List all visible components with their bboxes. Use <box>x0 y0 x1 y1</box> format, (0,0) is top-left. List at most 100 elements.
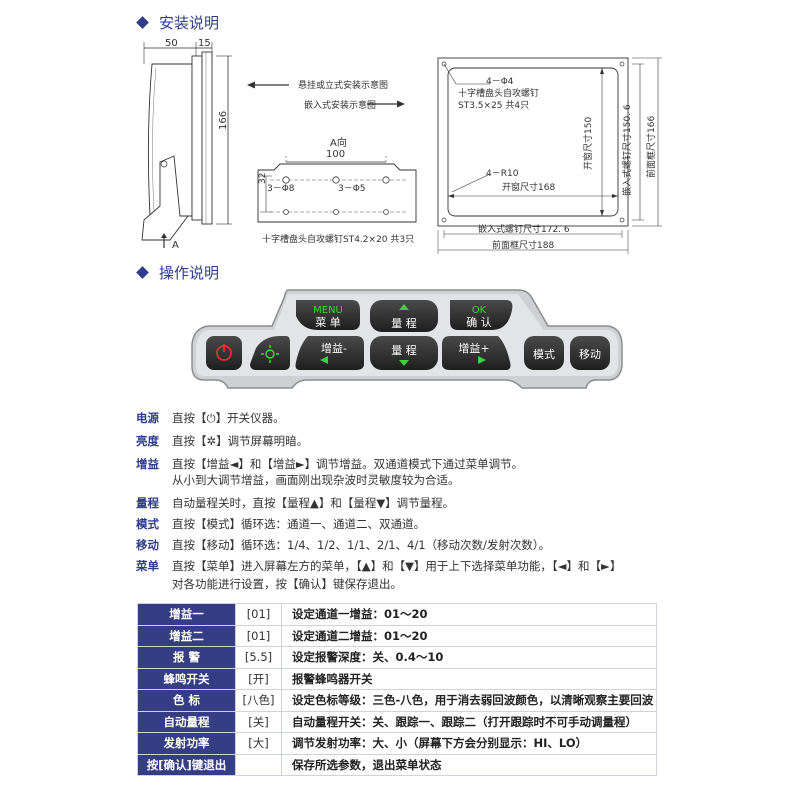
range-down-key[interactable]: 量 程 <box>370 336 438 370</box>
side-view-drawing <box>141 42 232 248</box>
setting-desc: 设定色标等级：三色-八色，用于消去弱回波颜色，以清晰观察主要回波 <box>281 689 657 712</box>
op-row-power: 电源直按【⏻】开关仪器。 <box>136 410 285 426</box>
setting-value: [八色] <box>235 689 282 712</box>
table-row: 蜂鸣开关 [开] 报警蜂鸣器开关 <box>137 667 657 690</box>
setting-desc: 设定通道二增益：01～20 <box>281 624 657 647</box>
screw-spec-label: ST3.5×25 共4只 <box>458 101 530 111</box>
bracket-screw-note: 十字槽盘头自攻螺钉ST4.2×20 共3只 <box>262 235 415 245</box>
table-row: 色 标 [八色] 设定色标等级：三色-八色，用于消去弱回波颜色，以清晰观察主要回… <box>137 689 657 712</box>
view-a-label: A <box>172 240 179 251</box>
setting-name: 蜂鸣开关 <box>137 667 236 690</box>
brightness-key[interactable] <box>250 336 290 370</box>
op-row-menu: 菜单直按【菜单】进入屏幕左方的菜单，【▲】和【▼】用于上下选择菜单功能，【◄】和… <box>136 558 621 574</box>
range-up-label: 量 程 <box>391 317 417 330</box>
hang-install-label: 悬挂或立式安装示意图 <box>298 81 389 91</box>
table-row: 发射功率 [大] 调节发射功率：大、小（屏幕下方会分别显示：HI、LO） <box>137 732 657 755</box>
op-label: 亮度 <box>136 434 159 448</box>
frame-width-label: 前面框尺寸188 <box>492 241 555 251</box>
setting-name: 按[确认]键退出 <box>137 753 236 776</box>
op-label: 电源 <box>136 411 159 425</box>
operation-title-text: 操作说明 <box>159 264 220 282</box>
setting-desc: 设定报警深度：关、0.4～10 <box>281 646 657 669</box>
op-label: 增益 <box>136 457 159 471</box>
setting-value: [01] <box>235 624 282 647</box>
mode-key-label: 模式 <box>533 348 555 361</box>
table-row: 按[确认]键退出 保存所选参数，退出菜单状态 <box>137 753 657 776</box>
op-row-menu-cont: 对各功能进行设置，按【确认】键保存退出。 <box>136 576 402 592</box>
op-label: 模式 <box>136 517 159 531</box>
op-label: 量程 <box>136 496 159 510</box>
open-width-label: 开窗尺寸168 <box>502 183 556 193</box>
install-title-text: 安装说明 <box>159 14 220 32</box>
table-row: 报 警 [5.5] 设定报警深度：关、0.4～10 <box>137 646 657 669</box>
op-text: 对各功能进行设置，按【确认】键保存退出。 <box>172 577 402 591</box>
setting-value: [5.5] <box>235 646 282 669</box>
keypad-panel: MENU 菜 单 量 程 OK 确 认 增益- <box>191 289 623 389</box>
setting-name: 发射功率 <box>137 732 236 755</box>
gain-minus-key[interactable]: 增益- <box>295 336 365 370</box>
mode-key[interactable]: 模式 <box>524 336 564 370</box>
op-text: 从小到大调节增益，画面刚出现杂波时灵敏度较为合适。 <box>172 473 460 487</box>
op-row-range: 量程自动量程关时，直按【量程▲】和【量程▼】调节量程。 <box>136 495 454 511</box>
setting-value: [开] <box>235 667 282 690</box>
op-text: 直按【模式】循环选：通道一、通道二、双通道。 <box>172 517 425 531</box>
table-row: 自动量程 [关] 自动量程开关：关、跟踪一、跟踪二（打开跟踪时不可手动调量程） <box>137 710 657 733</box>
install-section-title: 安装说明 <box>136 12 220 33</box>
menu-settings-table: 增益一 [01] 设定通道一增益：01～20 增益二 [01] 设定通道二增益：… <box>137 603 657 776</box>
gain-plus-label: 增益+ <box>458 341 489 355</box>
power-key[interactable] <box>206 336 242 370</box>
op-label: 菜单 <box>136 559 159 573</box>
setting-name: 增益二 <box>137 624 236 647</box>
op-row-gain: 增益直按【增益◄】和【增益►】调节增益。双通道模式下通过菜单调节。 <box>136 456 523 472</box>
operation-section-title: 操作说明 <box>136 262 220 283</box>
range-down-label: 量 程 <box>391 344 417 357</box>
open-height-label: 开窗尺寸150 <box>584 116 594 170</box>
table-row: 增益一 [01] 设定通道一增益：01～20 <box>137 603 657 626</box>
setting-name: 报 警 <box>137 646 236 669</box>
gain-plus-key[interactable]: 增益+ <box>442 336 511 370</box>
setting-name: 自动量程 <box>137 710 236 733</box>
menu-key[interactable]: MENU 菜 单 <box>296 300 360 330</box>
setting-value <box>235 753 282 776</box>
setting-desc: 自动量程开关：关、跟踪一、跟踪二（打开跟踪时不可手动调量程） <box>281 710 657 733</box>
setting-value: [01] <box>235 603 282 626</box>
right-triangle-icon <box>478 356 486 364</box>
setting-desc: 报警蜂鸣器开关 <box>281 667 657 690</box>
menu-key-cn: 菜 单 <box>315 316 341 329</box>
range-up-key[interactable]: 量 程 <box>370 300 438 332</box>
corner-radius-label: 4－R10 <box>486 169 519 179</box>
move-key[interactable]: 移动 <box>570 336 610 370</box>
screw-type-label: 十字槽盘头自攻螺钉 <box>458 89 540 99</box>
setting-value: [关] <box>235 710 282 733</box>
embed-install-label: 嵌入式安装示意图 <box>304 101 377 111</box>
frame-height-label: 前面框尺寸166 <box>647 115 657 178</box>
menu-key-en: MENU <box>313 305 343 316</box>
diamond-bullet-icon <box>136 16 149 29</box>
hole-5-label: 3－Φ5 <box>338 184 366 194</box>
op-text: 自动量程关时，直按【量程▲】和【量程▼】调节量程。 <box>172 496 455 510</box>
bracket-drawing <box>257 156 417 223</box>
bracket-view-label: A向 <box>330 138 347 149</box>
ok-key-cn: 确 认 <box>466 316 492 329</box>
op-text: 直按【菜单】进入屏幕左方的菜单，【▲】和【▼】用于上下选择菜单功能，【◄】和【►… <box>172 559 622 573</box>
front-view-drawing <box>437 57 662 254</box>
ok-key[interactable]: OK 确 认 <box>450 300 513 330</box>
down-triangle-icon <box>399 360 409 366</box>
hole-8-label: 3－Φ8 <box>267 184 295 194</box>
install-arrows <box>247 81 405 108</box>
op-row-move: 移动直按【移动】循环选：1/4、1/2、1/1、2/1、4/1（移动次数/发射次… <box>136 537 550 553</box>
sun-icon <box>261 345 279 363</box>
op-text: 直按【增益◄】和【增益►】调节增益。双通道模式下通过菜单调节。 <box>172 457 524 471</box>
dim-166: 166 <box>218 110 229 130</box>
op-text: 直按【⏻】开关仪器。 <box>172 411 285 425</box>
op-row-brightness: 亮度直按【✲】调节屏幕明暗。 <box>136 433 308 449</box>
screw-hole-label: 4－Φ4 <box>486 77 514 87</box>
gain-minus-label: 增益- <box>321 341 347 355</box>
op-row-mode: 模式直按【模式】循环选：通道一、通道二、双通道。 <box>136 516 425 532</box>
op-text: 直按【移动】循环选：1/4、1/2、1/1、2/1、4/1（移动次数/发射次数）… <box>172 538 551 552</box>
dim-15: 15 <box>198 38 211 49</box>
op-label: 移动 <box>136 538 159 552</box>
left-triangle-icon <box>320 356 328 364</box>
setting-name: 增益一 <box>137 603 236 626</box>
setting-desc: 保存所选参数，退出菜单状态 <box>281 753 657 776</box>
